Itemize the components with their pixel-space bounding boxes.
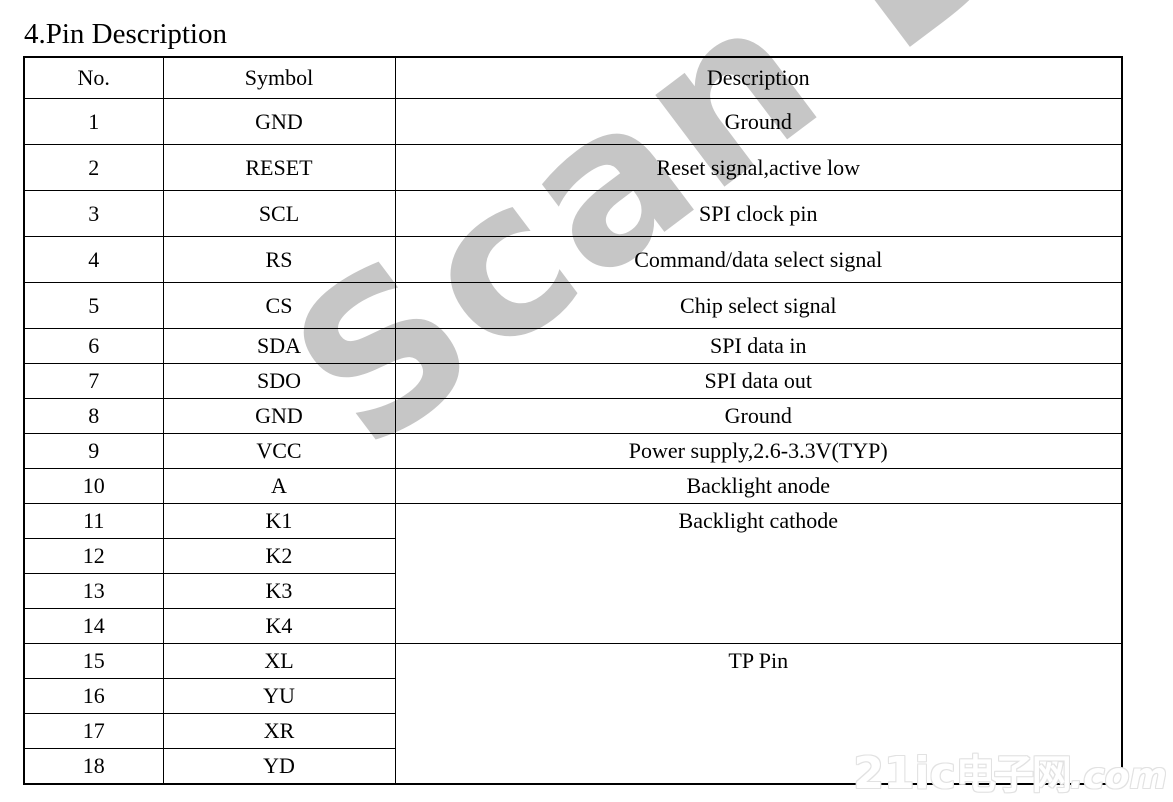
cell-description: Command/data select signal	[394, 236, 1123, 283]
table-row: 2 RESET Reset signal,active low	[23, 144, 1123, 191]
cell-symbol: GND	[162, 398, 396, 434]
cell-no: 6	[23, 328, 164, 364]
table-row: 15 XL TP Pin	[23, 643, 1123, 785]
column-header-desc: Description	[394, 56, 1123, 99]
column-header-symbol: Symbol	[162, 56, 396, 99]
cell-no: 13	[23, 573, 164, 609]
cell-symbol: RESET	[162, 144, 396, 191]
table-row: 3 SCL SPI clock pin	[23, 190, 1123, 237]
table-row: 7 SDO SPI data out	[23, 363, 1123, 399]
cell-symbol: GND	[162, 98, 396, 145]
table-row: 14 K4	[23, 608, 1122, 644]
cell-description: Reset signal,active low	[394, 144, 1123, 191]
cell-description: SPI clock pin	[394, 190, 1123, 237]
cell-no: 3	[23, 190, 164, 237]
pin-description-table: No. Symbol Description 1 GND Ground 2 RE…	[23, 56, 1123, 785]
cell-no: 5	[23, 282, 164, 329]
cell-description: Backlight anode	[394, 468, 1123, 504]
cell-no: 9	[23, 433, 164, 469]
cell-description: Ground	[394, 98, 1123, 145]
cell-no: 8	[23, 398, 164, 434]
cell-no: 2	[23, 144, 164, 191]
cell-symbol: A	[162, 468, 396, 504]
cell-description: Power supply,2.6-3.3V(TYP)	[394, 433, 1123, 469]
cell-no: 11	[23, 503, 164, 539]
cell-description: Chip select signal	[394, 282, 1123, 329]
table-row: 17 XR	[23, 713, 1122, 749]
table-row: 16 YU	[23, 678, 1122, 714]
cell-symbol: RS	[162, 236, 396, 283]
cell-symbol: CS	[162, 282, 396, 329]
column-header-no: No.	[23, 56, 164, 99]
table-row: 13 K3	[23, 573, 1122, 609]
page-title: 4.Pin Description	[24, 18, 227, 50]
cell-no: 17	[23, 713, 164, 749]
cell-symbol: VCC	[162, 433, 396, 469]
cell-symbol: K2	[162, 538, 396, 574]
table-row: 6 SDA SPI data in	[23, 328, 1123, 364]
pin-description-table-container: No. Symbol Description 1 GND Ground 2 RE…	[23, 56, 1123, 785]
cell-no: 15	[23, 643, 164, 679]
cell-no: 18	[23, 748, 164, 785]
table-row: 8 GND Ground	[23, 398, 1123, 434]
table-row: 1 GND Ground	[23, 98, 1123, 145]
table-row: 12 K2	[23, 538, 1122, 574]
table-row: 10 A Backlight anode	[23, 468, 1123, 504]
cell-description: SPI data out	[394, 363, 1123, 399]
cell-symbol: SCL	[162, 190, 396, 237]
cell-symbol: SDA	[162, 328, 396, 364]
cell-no: 10	[23, 468, 164, 504]
cell-symbol: SDO	[162, 363, 396, 399]
table-row: 4 RS Command/data select signal	[23, 236, 1123, 283]
table-row: 5 CS Chip select signal	[23, 282, 1123, 329]
cell-symbol: YD	[162, 748, 396, 785]
cell-symbol: K3	[162, 573, 396, 609]
cell-symbol: XR	[162, 713, 396, 749]
site-logo-watermark: 21ic电子网.com	[853, 742, 1167, 800]
logo-domain-text: .com	[1069, 756, 1167, 797]
cell-symbol: XL	[162, 643, 396, 679]
table-row: 18 YD	[23, 748, 1122, 785]
table-row: 9 VCC Power supply,2.6-3.3V(TYP)	[23, 433, 1123, 469]
cell-no: 12	[23, 538, 164, 574]
cell-no: 1	[23, 98, 164, 145]
logo-number-text: 21ic	[853, 748, 956, 799]
cell-symbol: YU	[162, 678, 396, 714]
cell-symbol: K4	[162, 608, 396, 644]
cell-symbol: K1	[162, 503, 396, 539]
cell-description-merged-backlight-cathode: Backlight cathode	[394, 503, 1123, 644]
table-header-row: No. Symbol Description	[23, 56, 1123, 99]
cell-no: 4	[23, 236, 164, 283]
table-row: 11 K1 Backlight cathode	[23, 503, 1123, 644]
cell-no: 14	[23, 608, 164, 644]
cell-description-merged-tp-pin: TP Pin	[394, 643, 1123, 785]
logo-chinese-text: 电子网	[955, 752, 1072, 798]
cell-description: Ground	[394, 398, 1123, 434]
cell-no: 7	[23, 363, 164, 399]
cell-no: 16	[23, 678, 164, 714]
cell-description: SPI data in	[394, 328, 1123, 364]
